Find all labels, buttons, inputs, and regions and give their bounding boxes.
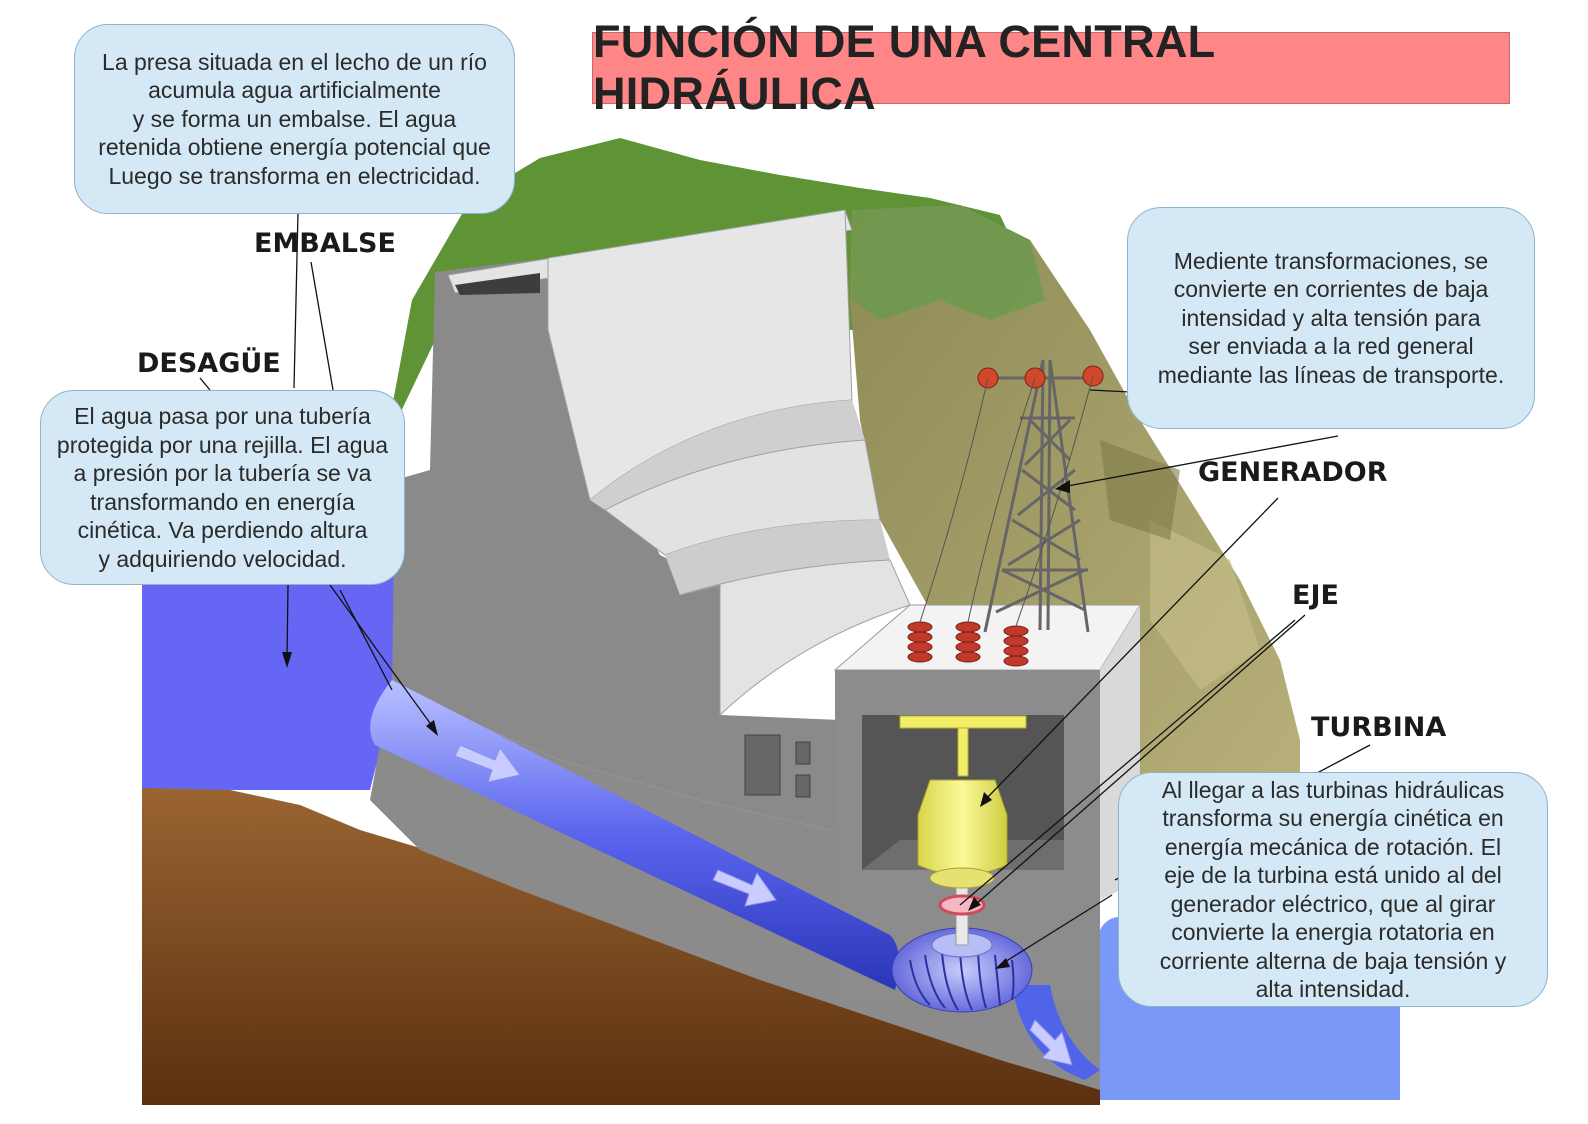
desague-description: El agua pasa por una tubería protegida p…: [40, 390, 405, 585]
turbina-description: Al llegar a las turbinas hidráulicas tra…: [1118, 772, 1548, 1007]
generator-beam: [899, 715, 1027, 729]
transporte-description: Mediente transformaciones, se convierte …: [1127, 207, 1535, 429]
dam-window: [744, 734, 781, 796]
label-embalse: EMBALSE: [254, 228, 396, 259]
power-lines: [919, 375, 1094, 627]
rock-hill-top-green: [852, 205, 1045, 320]
rock-facet: [1150, 520, 1260, 690]
turbine-blades: [909, 949, 1015, 1011]
label-generador: GENERADOR: [1198, 457, 1388, 488]
insulators: [907, 621, 1029, 667]
dam-window: [795, 774, 811, 798]
dam-face-step2: [665, 520, 890, 595]
page-title: FUNCIÓN DE UNA CENTRAL HIDRÁULICA: [592, 16, 1510, 119]
generator-stem: [957, 727, 969, 777]
dam-face-step1: [590, 400, 865, 510]
earth-ground: [142, 788, 1100, 1105]
generator-base: [929, 867, 995, 889]
embalse-description: La presa situada en el lecho de un río a…: [74, 24, 515, 214]
label-eje: EJE: [1292, 580, 1339, 611]
dam-crest-dark: [455, 273, 540, 295]
generator-body: [917, 779, 1008, 876]
outflow-pipe: [1015, 985, 1100, 1080]
arrow-heads: [282, 480, 1070, 969]
dam-window: [795, 741, 811, 765]
label-turbina: TURBINA: [1311, 712, 1447, 743]
label-desague: DESAGÜE: [137, 348, 281, 379]
rock-facet: [1100, 440, 1180, 540]
flow-arrow: [454, 744, 1073, 1066]
